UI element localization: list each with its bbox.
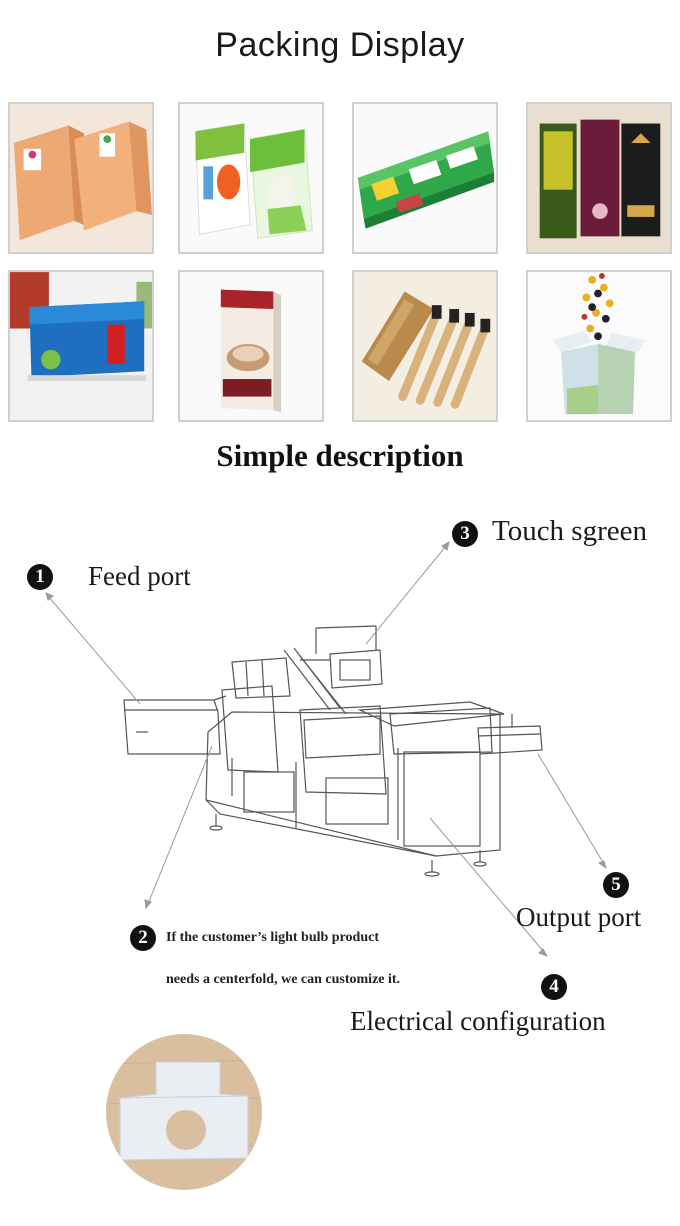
packing-display-gallery [0,0,680,430]
centerfold-sample-image [106,1034,262,1190]
bamboo-toothbrush-box-image [352,270,498,422]
toothpaste-box-image [352,102,498,254]
section-title: Simple description [216,438,464,473]
white-coffee-box-image [178,270,324,422]
light-bulb-box-image [178,102,324,254]
callout-2-badge: 2 [130,925,156,951]
page-title: Packing Display [215,26,465,64]
callout-1-badge: 1 [27,564,53,590]
tea-box-image [8,102,154,254]
centerfold-note-line-2: needs a centerfold, we can customize it. [166,972,401,987]
touch-screen-label: Touch sgreen [492,515,647,547]
cartoning-machine-diagram [45,540,607,957]
callout-4-badge: 4 [541,974,567,1000]
callout-3-badge: 3 [452,521,478,547]
coffee-bag-boxes-image [526,102,672,254]
output-port-label: Output port [516,902,642,932]
feed-port-label: Feed port [88,561,191,591]
open-carton-image [526,270,672,422]
callout-5-badge: 5 [603,872,629,898]
centerfold-note-line-1: If the customer’s light bulb product [166,930,379,945]
electrical-configuration-label: Electrical configuration [350,1006,606,1036]
medicine-box-image [8,270,154,422]
